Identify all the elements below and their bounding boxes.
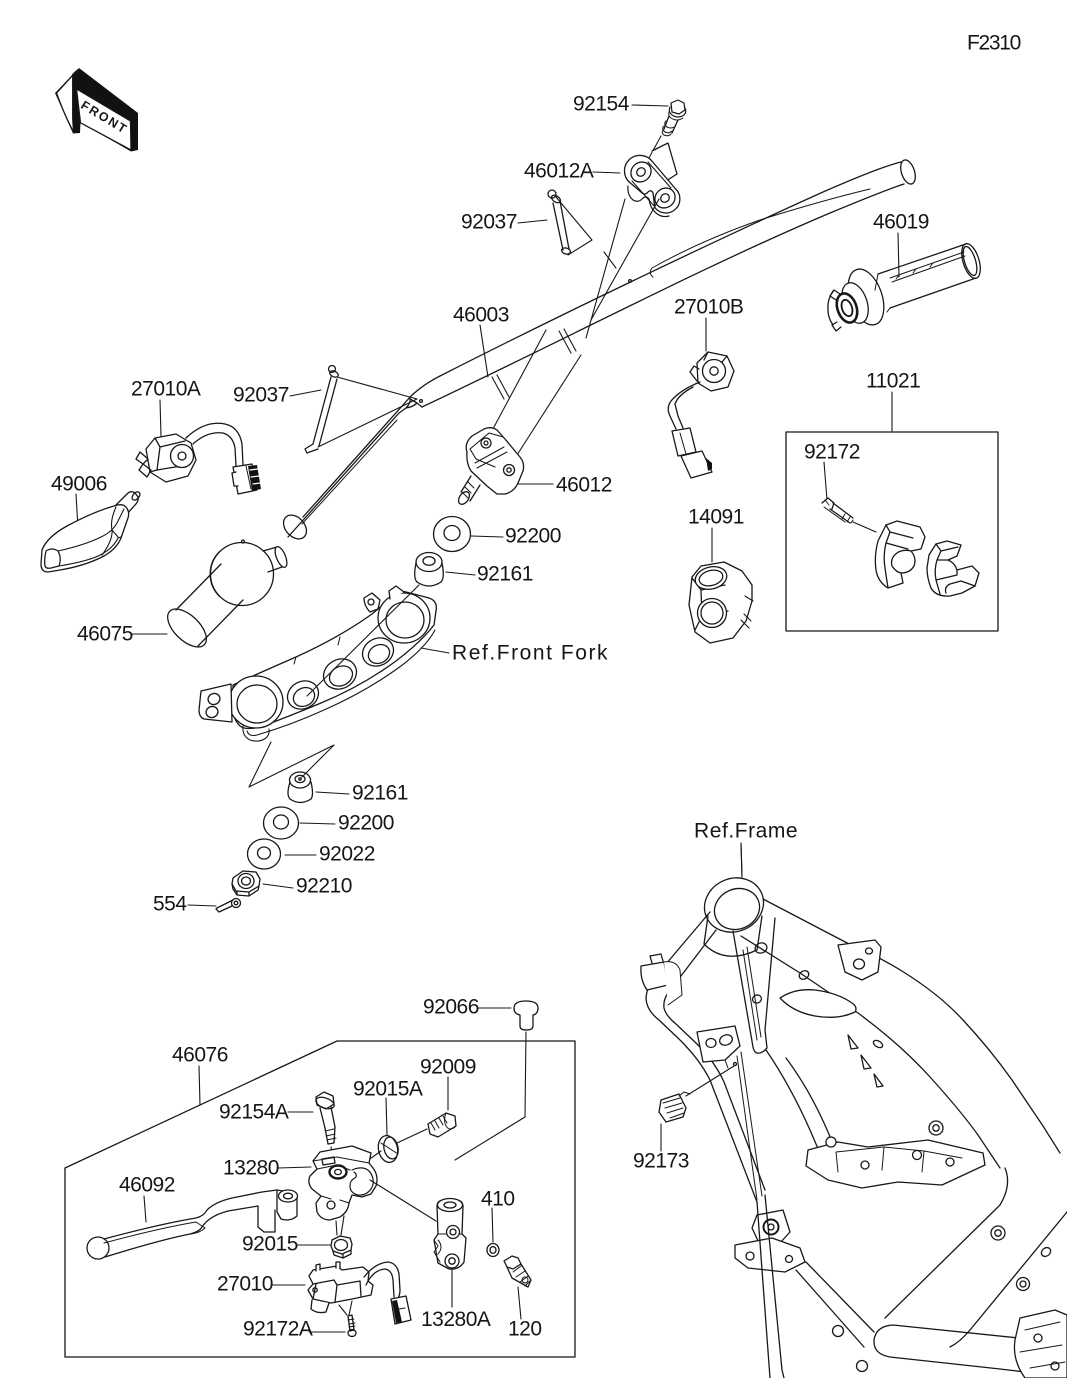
svg-text:11021: 11021 (866, 370, 920, 393)
svg-text:Ref.Front Fork: Ref.Front Fork (452, 642, 609, 665)
svg-text:92066: 92066 (423, 996, 479, 1019)
svg-text:46076: 46076 (172, 1044, 228, 1067)
svg-text:13280A: 13280A (421, 1308, 491, 1331)
svg-text:92173: 92173 (633, 1150, 689, 1173)
svg-text:46012A: 46012A (524, 160, 594, 183)
svg-text:Ref.Frame: Ref.Frame (694, 820, 798, 843)
svg-text:14091: 14091 (688, 506, 744, 529)
svg-text:F2310: F2310 (967, 32, 1021, 55)
svg-text:49006: 49006 (51, 473, 107, 496)
svg-text:27010B: 27010B (674, 296, 743, 319)
svg-text:27010A: 27010A (131, 378, 201, 401)
svg-text:92200: 92200 (505, 525, 561, 548)
svg-text:92172: 92172 (804, 441, 860, 464)
svg-text:554: 554 (153, 893, 187, 916)
svg-text:13280: 13280 (223, 1157, 279, 1180)
svg-text:92172A: 92172A (243, 1318, 313, 1341)
svg-text:92037: 92037 (461, 211, 517, 234)
svg-text:92015: 92015 (242, 1233, 298, 1256)
svg-text:92161: 92161 (352, 782, 408, 805)
svg-text:92161: 92161 (477, 563, 533, 586)
svg-text:46012: 46012 (556, 474, 612, 497)
svg-text:46019: 46019 (873, 211, 929, 234)
svg-text:92154A: 92154A (219, 1101, 289, 1124)
svg-text:92154: 92154 (573, 93, 630, 116)
svg-text:46092: 46092 (119, 1174, 175, 1197)
svg-text:46075: 46075 (77, 623, 133, 646)
svg-text:92009: 92009 (420, 1056, 476, 1079)
svg-text:92210: 92210 (296, 875, 352, 898)
svg-text:92200: 92200 (338, 812, 394, 835)
svg-text:120: 120 (508, 1318, 542, 1341)
svg-text:27010: 27010 (217, 1273, 273, 1296)
svg-text:92015A: 92015A (353, 1078, 423, 1101)
svg-text:92022: 92022 (319, 843, 375, 866)
svg-text:92037: 92037 (233, 384, 289, 407)
svg-text:46003: 46003 (453, 304, 509, 327)
svg-text:410: 410 (481, 1188, 515, 1211)
